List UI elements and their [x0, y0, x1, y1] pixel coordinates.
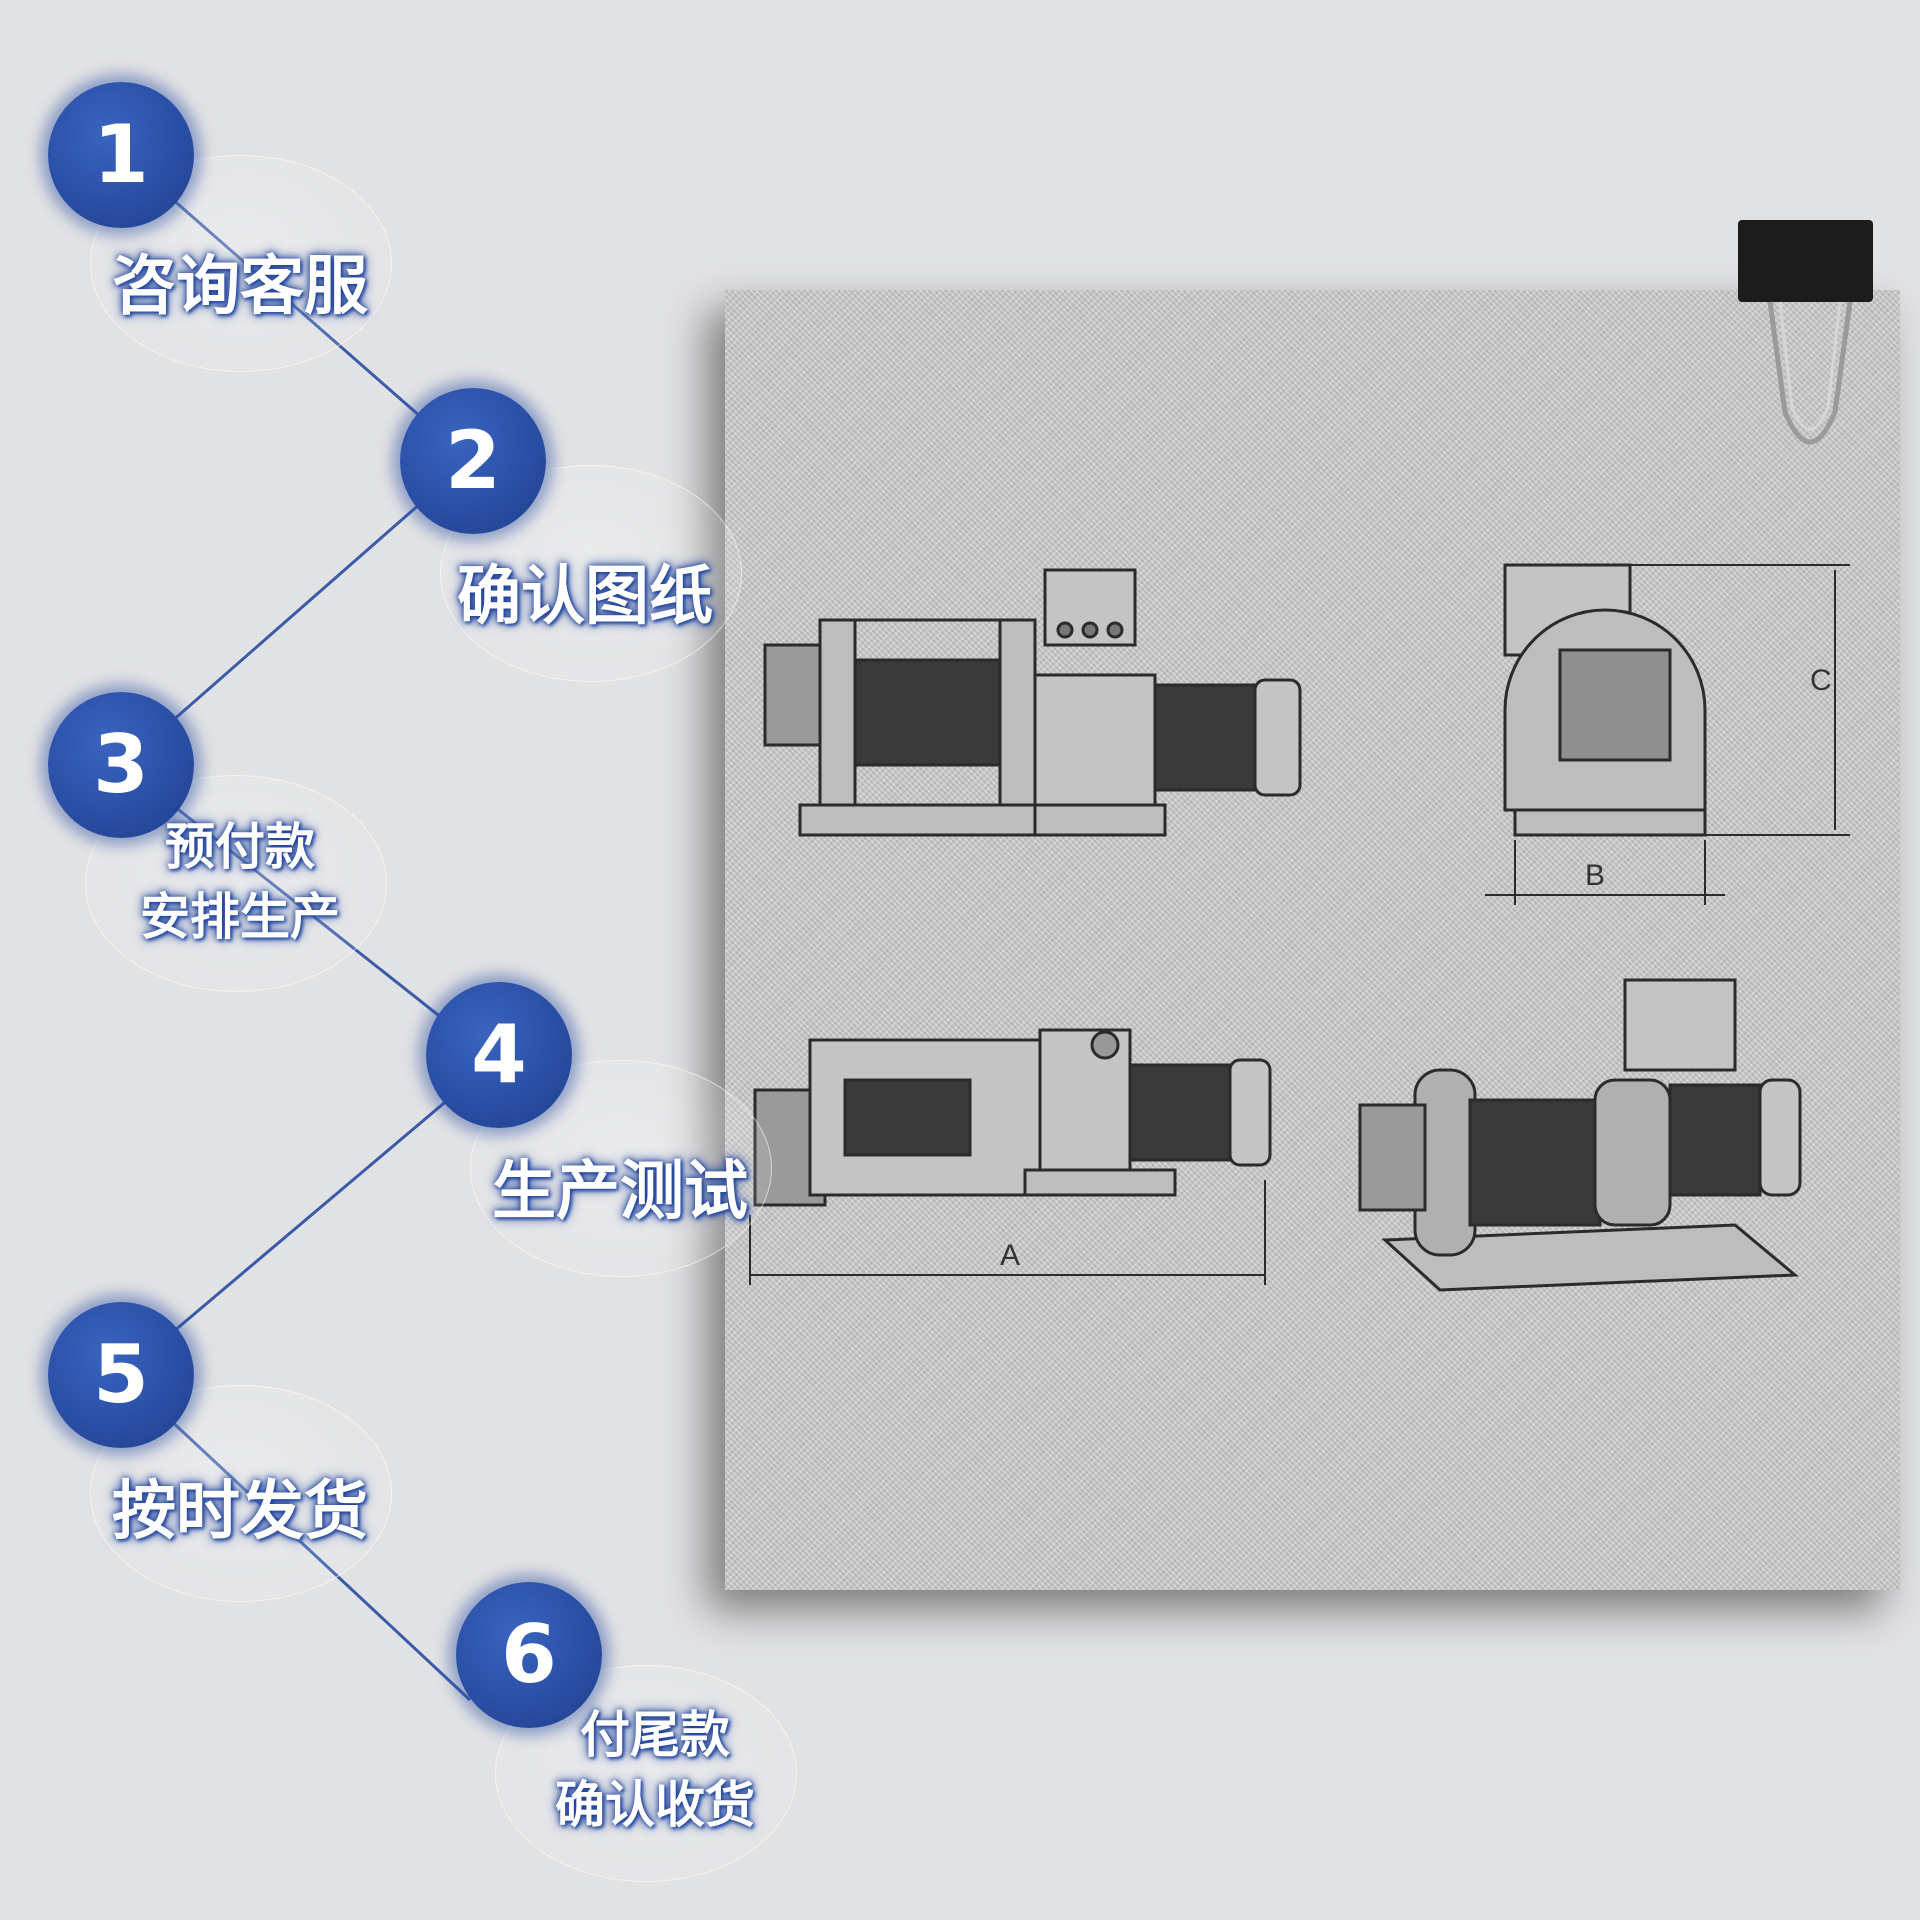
- step-3-bubble: [85, 775, 387, 992]
- step-1-label: 咨询客服: [112, 250, 368, 324]
- step-6-label-line-2: 确认收货: [555, 1776, 755, 1834]
- winch-end-view-icon: [1485, 563, 1850, 905]
- step-6-label-line-1: 付尾款: [580, 1706, 730, 1764]
- step-3-label-line-2: 安排生产: [140, 888, 340, 946]
- step-2-label: 确认图纸: [457, 560, 713, 634]
- step-6-number: 6: [456, 1582, 602, 1728]
- drawing-sheet: C B A: [725, 290, 1900, 1590]
- step-2-number: 2: [400, 388, 546, 534]
- dimension-label-a: A: [1000, 1239, 1020, 1272]
- step-1-number: 1: [48, 82, 194, 228]
- winch-isometric-view-icon: [1358, 978, 1802, 1292]
- step-5-number: 5: [48, 1302, 194, 1448]
- dimension-label-c: C: [1810, 664, 1832, 697]
- step-3-number: 3: [48, 692, 194, 838]
- step-5-label: 按时发货: [112, 1475, 368, 1549]
- step-4-label: 生产测试: [492, 1155, 748, 1229]
- winch-drawings: C B A: [749, 563, 1850, 1292]
- step-4-number: 4: [426, 982, 572, 1128]
- binder-clip-icon: [1738, 220, 1873, 445]
- dimension-label-b: B: [1585, 859, 1605, 892]
- step-3-label-line-1: 预付款: [165, 818, 315, 876]
- winch-side-view-icon: [763, 568, 1302, 837]
